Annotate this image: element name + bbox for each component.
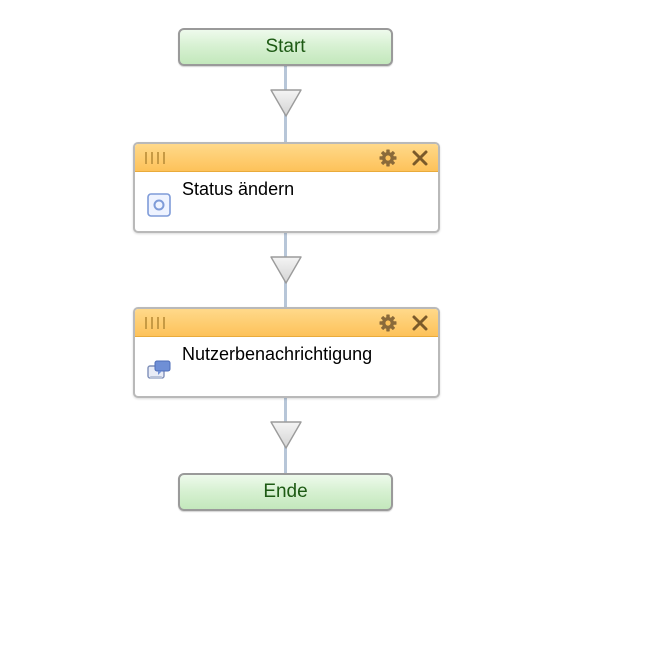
notification-icon [147, 360, 171, 379]
end-node-label: Ende [263, 481, 308, 502]
status-change-icon [147, 193, 171, 217]
start-node[interactable]: Start [178, 28, 393, 66]
flow-arrow-icon [270, 421, 302, 449]
flow-arrow-icon [270, 89, 302, 117]
start-node-label: Start [265, 36, 306, 57]
action-step-body: Nutzerbenachrichtigung [135, 337, 438, 396]
close-icon[interactable] [411, 314, 429, 332]
flow-arrow-icon [270, 256, 302, 284]
action-step-header [135, 309, 438, 337]
drag-handle-icon[interactable] [145, 317, 171, 329]
gear-icon[interactable] [378, 313, 398, 333]
action-step-body: Status ändern [135, 172, 438, 231]
action-step-status-change[interactable]: Status ändern [133, 142, 440, 233]
action-step-label: Status ändern [182, 179, 295, 199]
drag-handle-icon[interactable] [145, 152, 171, 164]
gear-icon[interactable] [378, 148, 398, 168]
action-step-header [135, 144, 438, 172]
action-step-user-notification[interactable]: Nutzerbenachrichtigung [133, 307, 440, 398]
close-icon[interactable] [411, 149, 429, 167]
end-node[interactable]: Ende [178, 473, 393, 511]
action-step-label: Nutzerbenachrichtigung [182, 344, 373, 364]
